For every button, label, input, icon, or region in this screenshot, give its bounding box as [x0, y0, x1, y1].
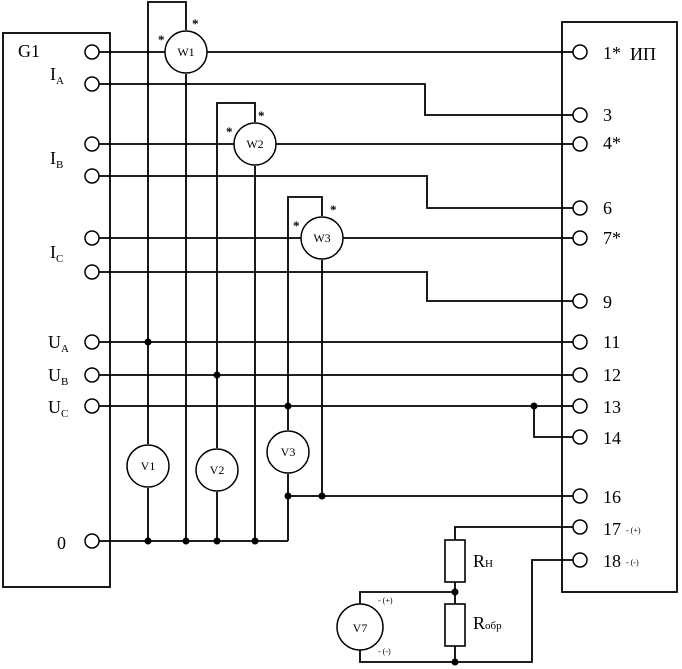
terminal-g1-ic [84, 264, 100, 280]
label-t7: 7* [603, 228, 621, 248]
terminal-g1-ua [84, 334, 100, 350]
wattmeter-w2-label: W2 [246, 137, 263, 151]
terminal-ip-4 [572, 136, 588, 152]
voltmeter-v1-label: V1 [141, 459, 156, 473]
label-t1: 1* [603, 43, 621, 63]
voltmeter-v3-label: V3 [281, 445, 296, 459]
label-t16: 16 [603, 487, 621, 507]
voltmeter-v7-label: V7 [353, 621, 368, 635]
label-t17: 17 [603, 519, 621, 539]
wattmeter-w3-star-voltage: * [330, 202, 337, 217]
terminal-ip-6 [572, 200, 588, 216]
label-ua: UA [48, 332, 69, 355]
g1-title: G1 [18, 41, 40, 61]
resistor-rh: RН [444, 539, 493, 583]
wattmeter-w2-star-voltage: * [258, 108, 265, 123]
terminal-ip-13 [572, 398, 588, 414]
voltmeter-v2: V2 [195, 448, 239, 492]
label-t6: 6 [603, 198, 612, 218]
label-ib: IB [50, 148, 63, 171]
wattmeter-w3-label: W3 [313, 231, 330, 245]
label-t13: 13 [603, 397, 621, 417]
terminal-ip-11 [572, 334, 588, 350]
terminal-ip-9 [572, 293, 588, 309]
terminal-ip-18 [572, 552, 588, 568]
terminal-ip-1 [572, 44, 588, 60]
resistor-robr-label: Rобр [473, 613, 502, 633]
wattmeter-w3-star-current: * [293, 218, 300, 233]
label-ic: IC [50, 242, 63, 265]
label-t9: 9 [603, 292, 612, 312]
label-zero: 0 [57, 533, 66, 553]
junctions [144, 338, 538, 666]
terminal-g1-uc [84, 398, 100, 414]
resistor-rh-label: RН [473, 551, 493, 571]
terminal-ip-3 [572, 107, 588, 123]
terminal-g1-w1 [84, 44, 100, 60]
voltmeter-v7-minus: - (-) [378, 647, 391, 656]
terminal-g1-w2 [84, 136, 100, 152]
wattmeter-w1-star-current: * [158, 32, 165, 47]
polarity-t17: - (+) [626, 526, 641, 535]
voltmeter-v1: V1 [126, 444, 170, 488]
wires [99, 1, 573, 663]
terminal-g1-ia [84, 76, 100, 92]
ip-terminals [572, 44, 588, 568]
terminal-ip-16 [572, 488, 588, 504]
label-t18: 18 [603, 551, 621, 571]
label-uc: UC [48, 397, 68, 420]
terminal-ip-17 [572, 519, 588, 535]
wattmeter-w2: W2 * * [226, 108, 277, 166]
voltmeter-v7-plus: - (+) [378, 596, 393, 605]
terminal-ip-12 [572, 367, 588, 383]
terminal-g1-ib [84, 168, 100, 184]
voltmeter-v2-label: V2 [210, 463, 225, 477]
label-t11: 11 [603, 332, 620, 352]
terminal-g1-w3 [84, 230, 100, 246]
wattmeter-w1: W1 * * [158, 16, 208, 74]
voltmeter-v3: V3 [266, 430, 310, 474]
label-t3: 3 [603, 105, 612, 125]
wattmeter-w3: W3 * * [293, 202, 344, 260]
wattmeter-w1-star-voltage: * [192, 16, 199, 31]
terminal-ip-14 [572, 429, 588, 445]
g1-block [2, 32, 111, 588]
terminal-ip-7 [572, 230, 588, 246]
label-t14: 14 [603, 428, 621, 448]
label-t4: 4* [603, 133, 621, 153]
terminal-g1-ub [84, 367, 100, 383]
label-ia: IA [50, 64, 64, 87]
terminal-g1-zero [84, 533, 100, 549]
voltmeter-v7: V7 - (+) - (-) [336, 596, 393, 656]
label-t12: 12 [603, 365, 621, 385]
ip-title: ИП [630, 44, 656, 64]
resistor-robr: Rобр [444, 603, 502, 647]
g1-terminals [84, 44, 100, 549]
polarity-t18: - (-) [626, 558, 639, 567]
label-ub: UB [48, 365, 68, 388]
wattmeter-w2-star-current: * [226, 124, 233, 139]
ip-block [561, 21, 678, 593]
wattmeter-w1-label: W1 [177, 45, 194, 59]
